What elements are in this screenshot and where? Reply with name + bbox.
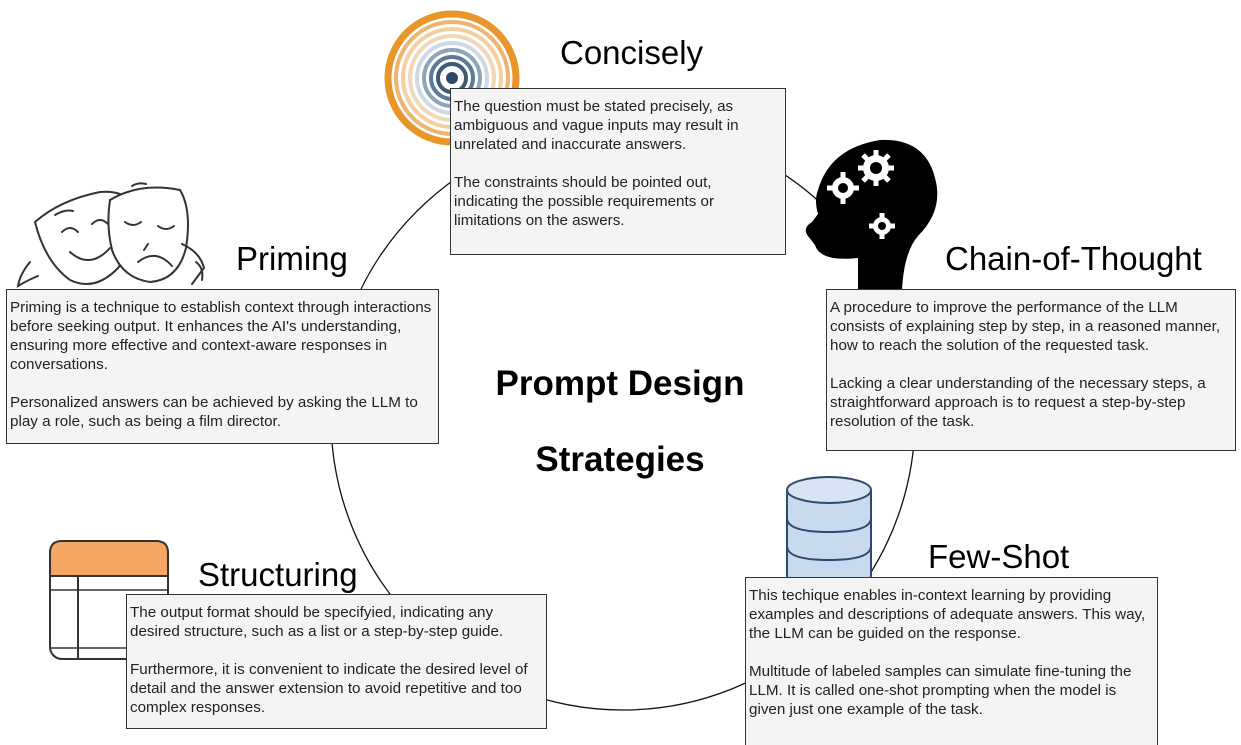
few-shot-box: This techique enables in-context learnin… <box>745 577 1158 745</box>
priming-text-1: Priming is a technique to establish cont… <box>10 299 432 373</box>
priming-text-2: Personalized answers can be achieved by … <box>10 394 418 430</box>
priming-box: Priming is a technique to establish cont… <box>6 289 439 444</box>
chain-of-thought-box: A procedure to improve the performance o… <box>826 289 1236 451</box>
few-shot-text-1: This techique enables in-context learnin… <box>749 587 1146 642</box>
database-icon <box>786 476 872 592</box>
concisely-title: Concisely <box>560 34 704 71</box>
structuring-title: Structuring <box>198 556 358 593</box>
few-shot-title: Few-Shot <box>928 538 1070 575</box>
head-gears-icon <box>805 139 938 290</box>
structuring-box: The output format should be specifyied, … <box>126 594 547 729</box>
structuring-text-1: The output format should be specifyied, … <box>130 604 504 640</box>
center-title-line2: Strategies <box>535 440 705 479</box>
chain-of-thought-title: Chain-of-Thought <box>945 240 1202 277</box>
chain-of-thought-text-2: Lacking a clear understanding of the nec… <box>830 375 1206 430</box>
structuring-text-2: Furthermore, it is convenient to indicat… <box>130 661 528 716</box>
concisely-text-1: The question must be stated precisely, a… <box>454 98 739 153</box>
concisely-box: The question must be stated precisely, a… <box>450 88 786 255</box>
center-title-line1: Prompt Design <box>495 364 745 403</box>
concisely-text-2: The constraints should be pointed out, i… <box>454 174 715 229</box>
priming-title: Priming <box>236 240 348 277</box>
few-shot-text-2: Multitude of labeled samples can simulat… <box>749 663 1132 718</box>
chain-of-thought-text-1: A procedure to improve the performance o… <box>830 299 1221 354</box>
theater-masks-icon <box>16 182 206 288</box>
